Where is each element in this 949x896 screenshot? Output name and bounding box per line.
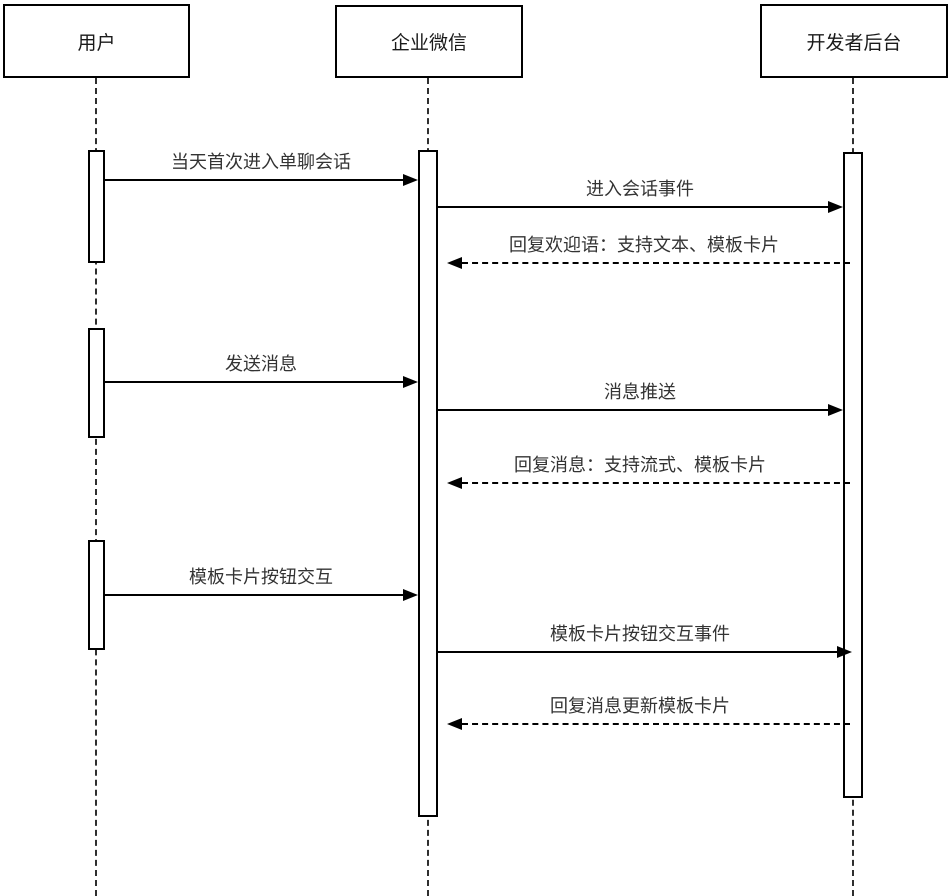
message-3-label: 回复欢迎语：支持文本、模板卡片 xyxy=(509,235,779,255)
actor-box-wechat: 企业微信 xyxy=(335,5,523,78)
actor-label-wechat: 企业微信 xyxy=(390,33,467,54)
message-7-label: 模板卡片按钮交互 xyxy=(189,567,333,587)
message-5-label: 消息推送 xyxy=(604,382,676,402)
message-9-label: 回复消息更新模板卡片 xyxy=(550,696,730,716)
message-6-line xyxy=(462,482,850,484)
message-1-line xyxy=(105,179,404,181)
message-2-label: 进入会话事件 xyxy=(586,179,694,199)
message-3-arrowhead xyxy=(447,257,462,269)
activation-bar-user-1 xyxy=(88,150,105,263)
message-7-line xyxy=(105,594,404,596)
message-4-arrowhead xyxy=(403,376,418,388)
message-8-line xyxy=(438,651,838,653)
activation-bar-user-3 xyxy=(88,540,105,650)
activation-bar-user-2 xyxy=(88,328,105,438)
message-5-line xyxy=(438,409,829,411)
message-4-label: 发送消息 xyxy=(225,354,297,374)
message-3-line xyxy=(462,262,850,264)
actor-box-user: 用户 xyxy=(3,4,190,78)
actor-label-user: 用户 xyxy=(77,32,116,54)
actor-label-developer-backend: 开发者后台 xyxy=(806,32,902,54)
message-6-label: 回复消息：支持流式、模板卡片 xyxy=(514,455,766,475)
activation-bar-developer-backend xyxy=(843,152,863,798)
message-9-line xyxy=(462,723,850,725)
message-7-arrowhead xyxy=(403,589,418,601)
message-2-line xyxy=(438,206,829,208)
message-1-arrowhead xyxy=(403,174,418,186)
message-2-arrowhead xyxy=(828,201,843,213)
message-8-label: 模板卡片按钮交互事件 xyxy=(550,624,730,644)
message-8-arrowhead xyxy=(837,646,852,658)
message-9-arrowhead xyxy=(447,718,462,730)
message-4-line xyxy=(105,381,404,383)
message-6-arrowhead xyxy=(447,477,462,489)
message-5-arrowhead xyxy=(828,404,843,416)
lifeline-user xyxy=(95,78,97,896)
actor-box-developer-backend: 开发者后台 xyxy=(760,4,948,78)
activation-bar-wechat xyxy=(418,150,438,817)
message-1-label: 当天首次进入单聊会话 xyxy=(171,152,351,172)
